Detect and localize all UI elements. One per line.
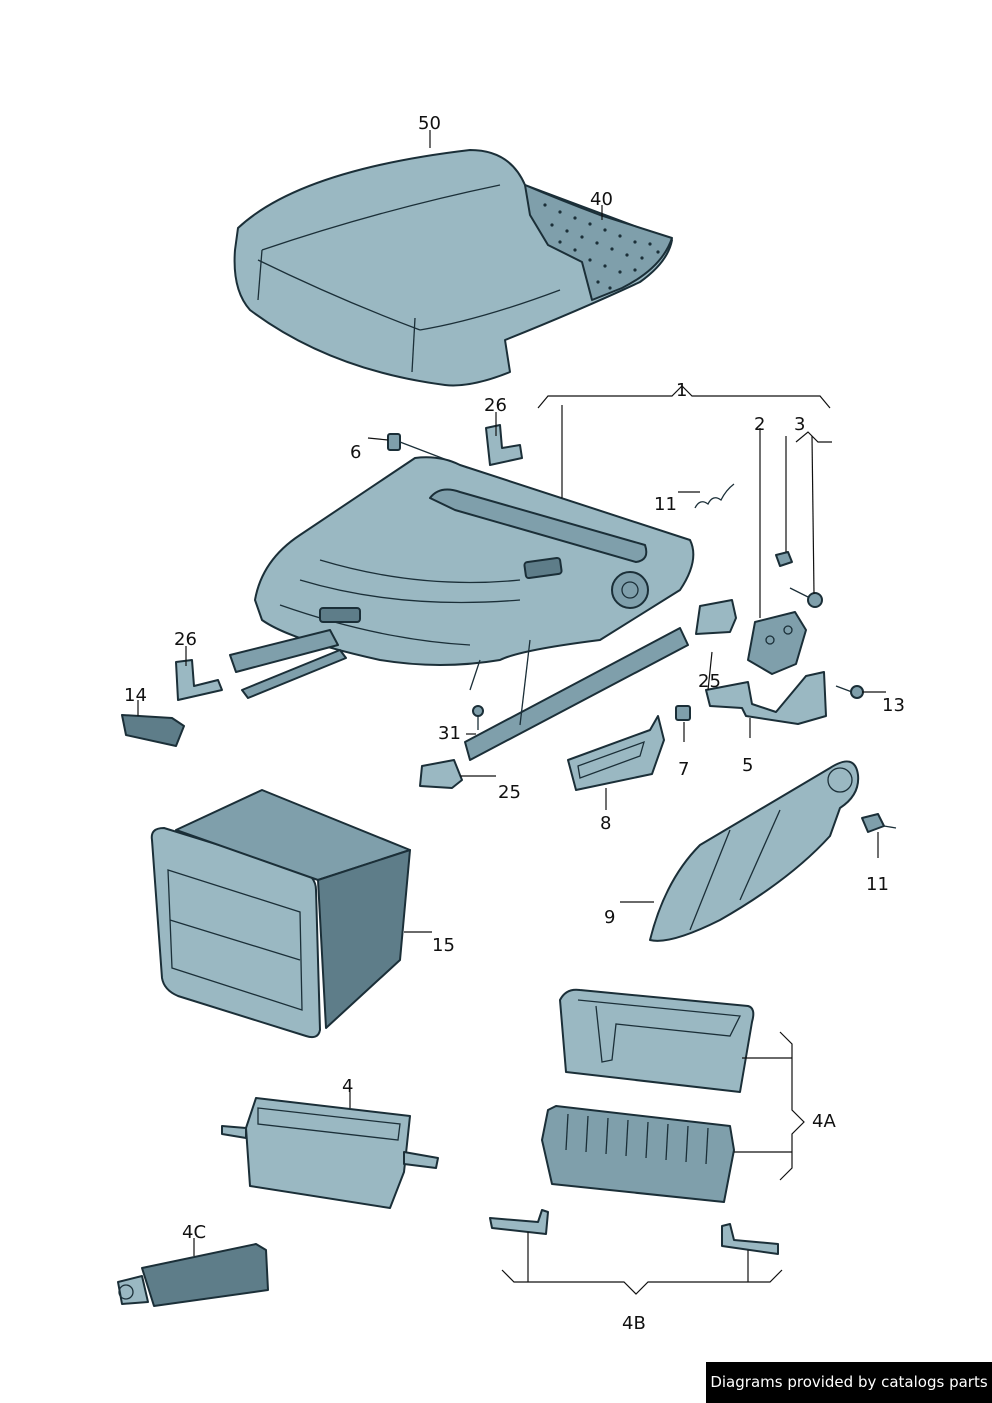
- rod-4c-part: [117, 1243, 269, 1307]
- callout-2: 2: [754, 414, 765, 435]
- callout-4a: 4A: [812, 1111, 836, 1132]
- storage-drawer-15-part: [150, 789, 411, 1039]
- callout-25-lower: 25: [498, 782, 521, 803]
- screw-3-part: [789, 587, 823, 608]
- cover-14-part: [121, 714, 185, 747]
- callout-26-upper: 26: [484, 395, 507, 416]
- callout-7: 7: [678, 759, 689, 780]
- storage-box-4-part: [221, 1097, 439, 1209]
- bracket-5-part: [705, 671, 827, 725]
- callout-4c: 4C: [182, 1222, 206, 1243]
- tray-basket-4a-part: [541, 1105, 735, 1203]
- callout-26-lower: 26: [174, 629, 197, 650]
- callout-11-upper: 11: [654, 494, 677, 515]
- callout-31: 31: [438, 723, 461, 744]
- callout-40: 40: [590, 189, 613, 210]
- callout-15: 15: [432, 935, 455, 956]
- callout-14: 14: [124, 685, 147, 706]
- bracket-4b-left-part: [489, 1209, 549, 1235]
- clip-25-lower-part: [419, 759, 463, 789]
- seat-rail-part: [229, 627, 689, 761]
- trim-8-part: [567, 715, 665, 791]
- clip-26-lower-part: [175, 659, 223, 701]
- side-panel-9-part: [649, 760, 860, 942]
- callout-5: 5: [742, 755, 753, 776]
- clip-11-lower-part: [861, 813, 897, 833]
- nut-7-part: [675, 705, 691, 721]
- tray-frame-4a-part: [559, 988, 755, 1093]
- callout-11-lower: 11: [866, 874, 889, 895]
- callout-6: 6: [350, 442, 361, 463]
- callout-4: 4: [342, 1076, 353, 1097]
- nut-3-part: [775, 551, 793, 567]
- spring-11-upper-part: [694, 483, 735, 509]
- bracket-4b-right-part: [721, 1223, 779, 1255]
- credit-banner: Diagrams provided by catalogs parts: [706, 1362, 992, 1403]
- callout-25-upper: 25: [698, 671, 721, 692]
- bracket-2-part: [747, 611, 807, 675]
- callout-13: 13: [882, 695, 905, 716]
- pad-perforation: [543, 203, 660, 290]
- callout-3: 3: [794, 414, 805, 435]
- callout-8: 8: [600, 813, 611, 834]
- seat-frame-part: [254, 456, 695, 666]
- callout-1: 1: [676, 380, 687, 401]
- callout-4b: 4B: [622, 1313, 646, 1334]
- callout-50: 50: [418, 113, 441, 134]
- cushion-pad-part: [524, 184, 673, 301]
- screw-13-part: [835, 685, 864, 699]
- clip-25-upper-part: [695, 599, 737, 635]
- clip-26-upper-part: [485, 424, 523, 466]
- callout-9: 9: [604, 907, 615, 928]
- callouts: 50 40 1 26 6 2 3 11 26 14 25 13 31 7 5 2…: [124, 113, 905, 1334]
- screw-6-part: [387, 433, 469, 469]
- leader-lines: [137, 130, 886, 1295]
- screw-31-part: [472, 705, 484, 730]
